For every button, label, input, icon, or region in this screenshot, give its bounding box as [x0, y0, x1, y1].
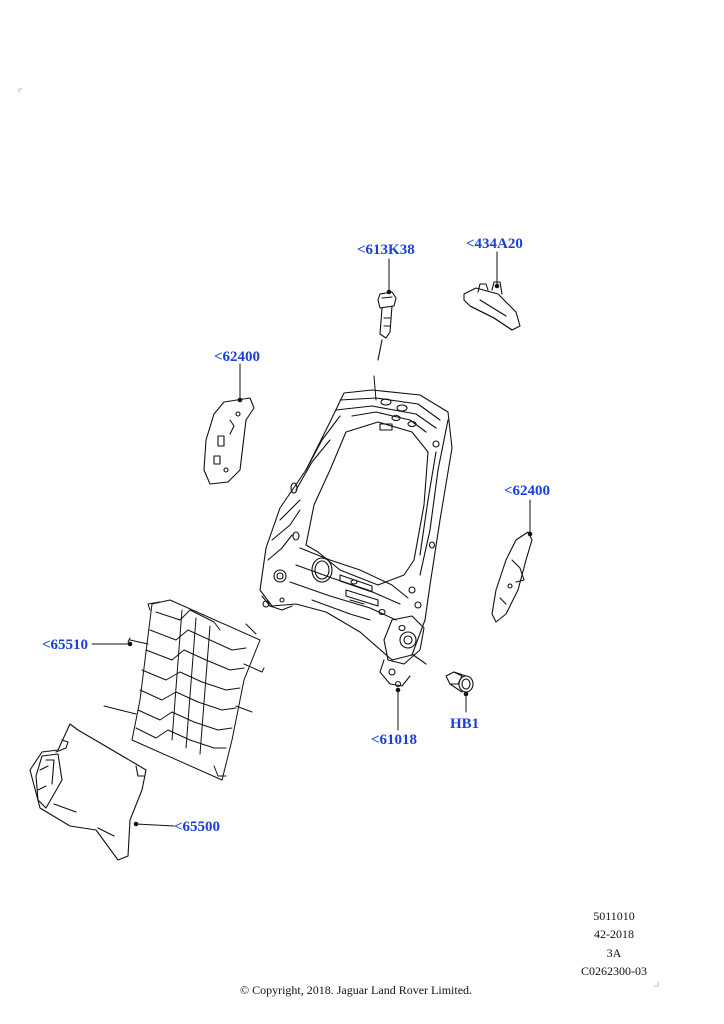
callout-62400-left[interactable]: <62400: [214, 349, 261, 365]
callout-65510[interactable]: <65510: [42, 637, 89, 653]
callout-62400-right[interactable]: <62400: [504, 483, 551, 499]
trim-clip-part: [463, 281, 521, 331]
callout-hb1[interactable]: HB1: [450, 716, 480, 732]
copyright-notice: © Copyright, 2018. Jaguar Land Rover Lim…: [239, 983, 473, 997]
side-panel-right-part: [491, 531, 533, 623]
seat-back-frame: [259, 389, 453, 688]
ref-line-3: 3A: [606, 946, 622, 960]
callout-61018[interactable]: <61018: [371, 732, 418, 748]
side-panel-left-part: [203, 397, 255, 485]
headrest-guide-part: [377, 291, 397, 361]
ref-line-2: 42-2018: [594, 927, 634, 941]
ref-line-1: 5011010: [593, 909, 635, 923]
bolt-hb1-part: [445, 671, 474, 693]
callout-434a20[interactable]: <434A20: [466, 236, 523, 252]
callout-65500[interactable]: <65500: [174, 819, 221, 835]
seat-suspension-mat-part: [103, 599, 265, 781]
back-panel-part: [29, 723, 147, 861]
callout-613k38[interactable]: <613K38: [357, 242, 415, 258]
leader-lines: [91, 251, 533, 827]
ref-line-4: C0262300-03: [581, 964, 647, 978]
